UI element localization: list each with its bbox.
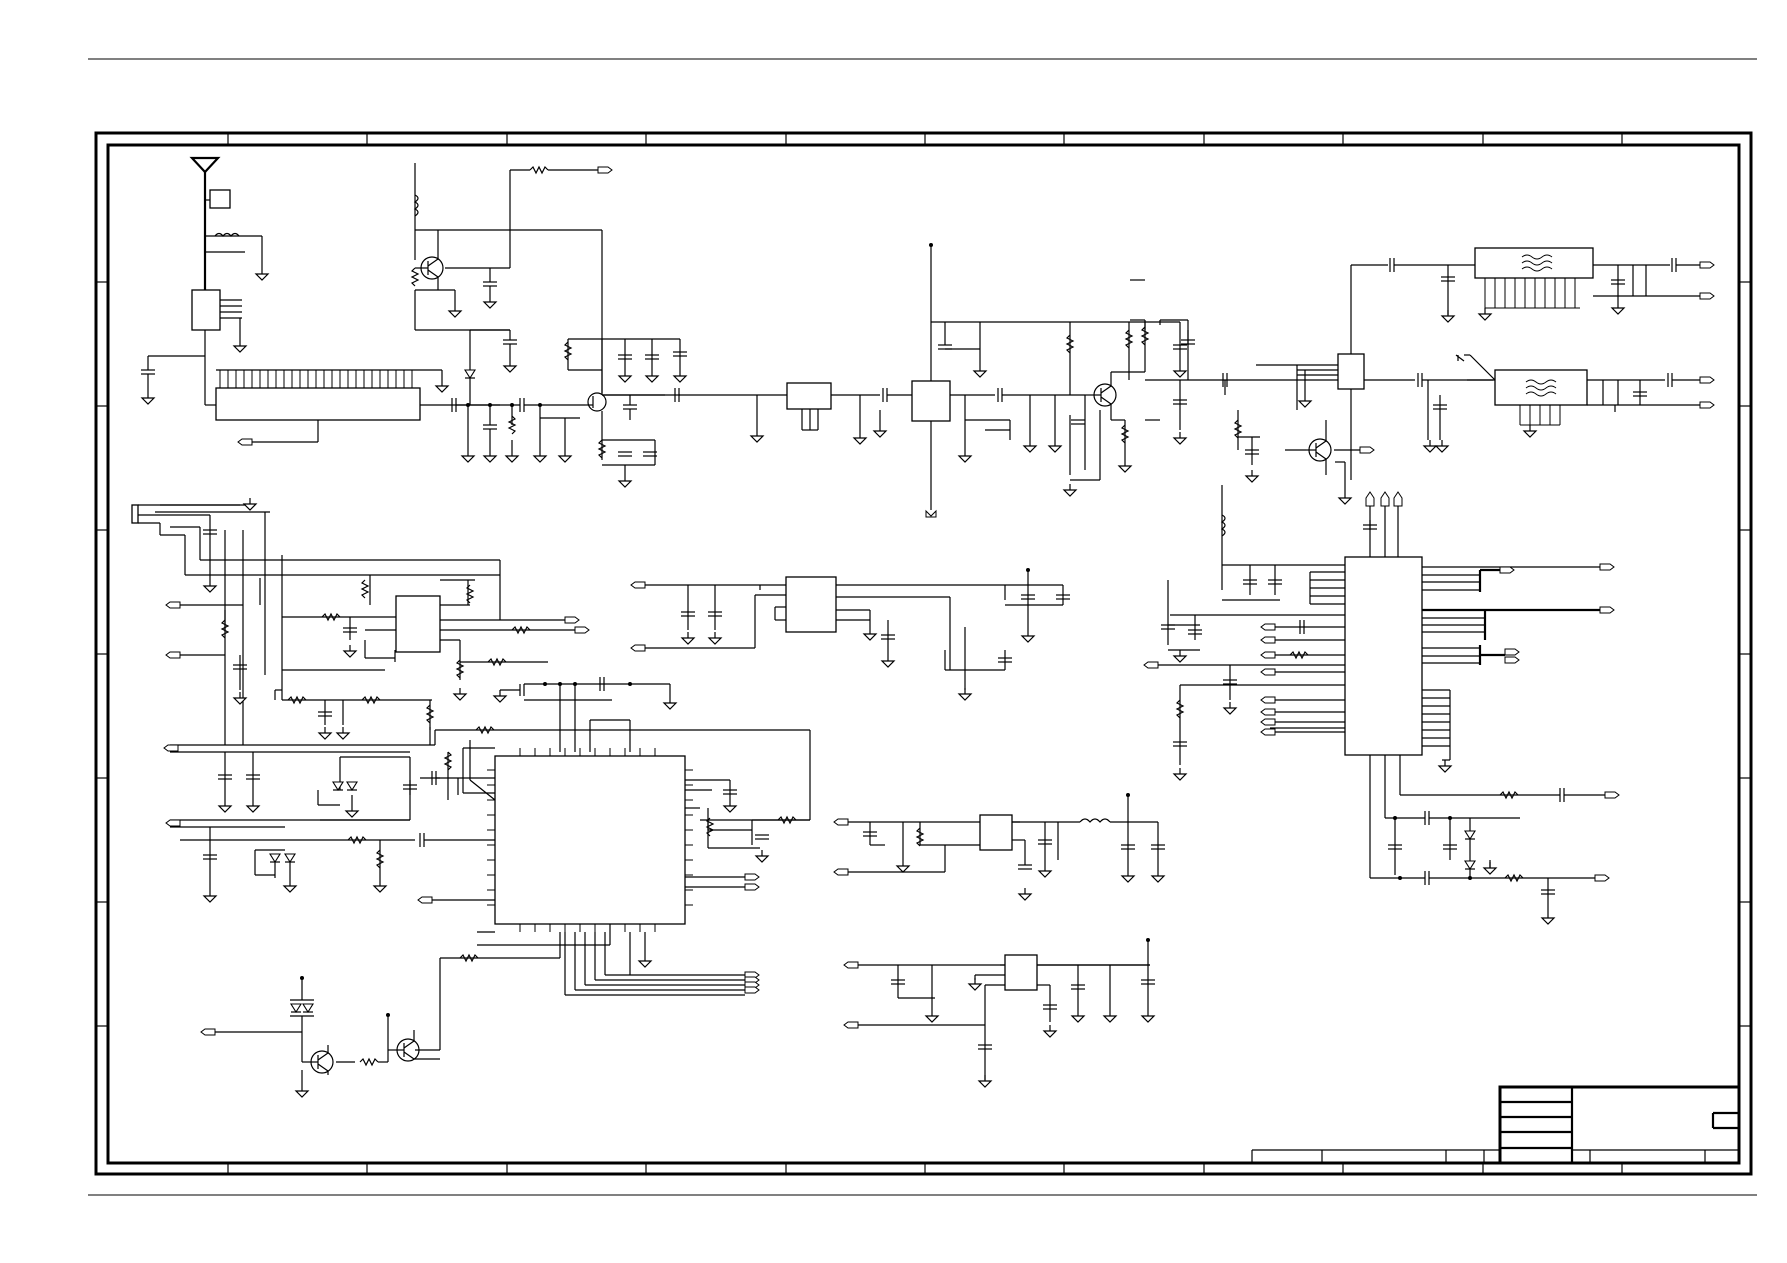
audio-input-section bbox=[131, 497, 501, 745]
bottom-left-inputs bbox=[165, 819, 495, 904]
outer-frame bbox=[94, 131, 1753, 1176]
op-amp-section bbox=[274, 575, 590, 745]
antenna-section bbox=[140, 156, 269, 406]
crystal-filter-2 bbox=[1467, 354, 1715, 438]
mosfet-lna bbox=[564, 338, 787, 488]
if-processor-ic bbox=[1143, 485, 1620, 925]
bias-network bbox=[493, 676, 677, 752]
rx-tx-switch bbox=[1222, 257, 1493, 505]
main-controller-ic bbox=[415, 748, 810, 1051]
title-block bbox=[1251, 1085, 1741, 1165]
crystal-filter-1 bbox=[1474, 247, 1715, 321]
if-amplifier bbox=[1063, 279, 1226, 497]
antenna-icon bbox=[189, 156, 221, 290]
bottom-left-driver bbox=[200, 976, 440, 1098]
crystal-filter-icon bbox=[1521, 254, 1553, 272]
crystal-filter-icon bbox=[1525, 379, 1557, 397]
multi-pin-connector bbox=[215, 369, 500, 446]
zone-ticks bbox=[96, 133, 1751, 1174]
pll-section bbox=[630, 568, 1071, 701]
saw-filter-1 bbox=[786, 382, 912, 445]
rf-switch-chip bbox=[191, 289, 221, 331]
lna-bias-stage bbox=[411, 163, 613, 405]
regulator-chip-1 bbox=[979, 814, 1013, 851]
pll-chip bbox=[785, 576, 837, 633]
op-amp-chip bbox=[395, 595, 441, 653]
regulator-1 bbox=[833, 793, 1166, 901]
regulator-2 bbox=[843, 938, 1156, 1088]
left-buses bbox=[163, 726, 811, 821]
input-matching-network bbox=[451, 397, 585, 463]
mixer-chip bbox=[911, 243, 1180, 518]
regulator-chip-2 bbox=[1004, 954, 1038, 991]
